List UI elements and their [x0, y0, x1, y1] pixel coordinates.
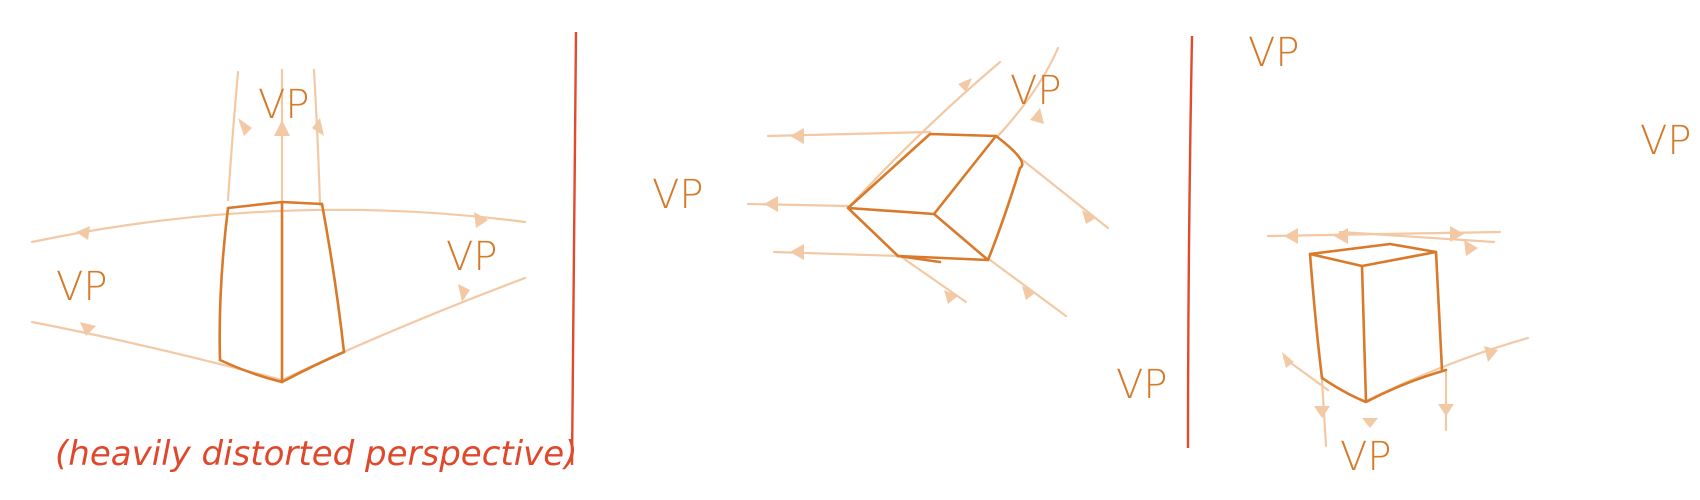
guide-line	[226, 70, 240, 202]
arrow-head	[274, 120, 290, 136]
box-edge	[896, 254, 942, 264]
vp-label-top: VP	[1010, 68, 1061, 114]
guide-line	[1018, 156, 1110, 230]
arrow-head	[1282, 352, 1294, 368]
arrow-head	[944, 290, 958, 304]
arrow-head	[238, 118, 252, 136]
panel-divider	[570, 31, 578, 466]
arrow-head	[1438, 404, 1454, 416]
vp-label-right: VP	[446, 234, 497, 280]
vp-label-right: VP	[1640, 118, 1691, 164]
vp-label-left: VP	[652, 172, 703, 218]
vp-label-left: VP	[56, 264, 107, 310]
panel-divider	[1186, 35, 1194, 449]
guide-line	[1338, 230, 1496, 244]
guide-line	[996, 46, 1060, 138]
vp-label-top: VP	[258, 82, 309, 128]
box-top-face	[846, 132, 998, 216]
guide-line	[898, 254, 968, 304]
arrow-head	[764, 196, 778, 212]
vp-label-top-left: VP	[1248, 30, 1299, 76]
arrow-head	[958, 78, 972, 92]
guide-line	[30, 208, 527, 244]
vp-label-bottom: VP	[1116, 362, 1167, 408]
arrow-head	[312, 118, 324, 136]
guide-line	[988, 258, 1068, 318]
box-front-edge	[1360, 264, 1368, 404]
arrow-head	[1334, 228, 1348, 244]
caption-note: (heavily distorted perspective)	[55, 434, 577, 474]
arrow-head	[1362, 418, 1378, 428]
arrow-head	[1314, 406, 1330, 418]
box-side-face	[846, 206, 990, 262]
arrow-head	[458, 284, 470, 302]
arrow-head	[1464, 240, 1478, 256]
arrow-head	[80, 322, 96, 336]
arrow-head	[790, 128, 804, 144]
arrow-head	[1450, 226, 1464, 242]
guide-line	[312, 68, 322, 207]
box-bottom-edge	[218, 350, 346, 384]
arrow-head	[76, 226, 90, 240]
panel-curvilinear: VP VP VP (heavily distorted perspective)	[30, 68, 577, 474]
panel-box-below: VP VP VP	[1248, 30, 1691, 480]
vp-label-bottom: VP	[1340, 434, 1391, 480]
guide-line	[846, 60, 1002, 210]
box-left-edge	[1308, 252, 1324, 380]
arrow-head	[1022, 286, 1036, 300]
box-right-edge	[320, 202, 346, 354]
guide-line	[746, 202, 850, 208]
box-right-edge	[986, 134, 1024, 262]
box-left-edge	[218, 206, 230, 362]
arrow-head	[1484, 346, 1498, 362]
arrow-head	[474, 212, 488, 228]
arrow-head	[790, 244, 804, 260]
arrow-head	[1284, 228, 1298, 244]
arrow-head	[1082, 210, 1096, 224]
panel-three-point: VP VP VP	[652, 46, 1167, 408]
box-top-face	[1308, 242, 1438, 268]
box-bottom-edge	[1320, 368, 1448, 404]
box-right-edge	[1434, 250, 1444, 372]
box-top-edge	[226, 200, 324, 210]
arrow-head	[1030, 108, 1044, 124]
